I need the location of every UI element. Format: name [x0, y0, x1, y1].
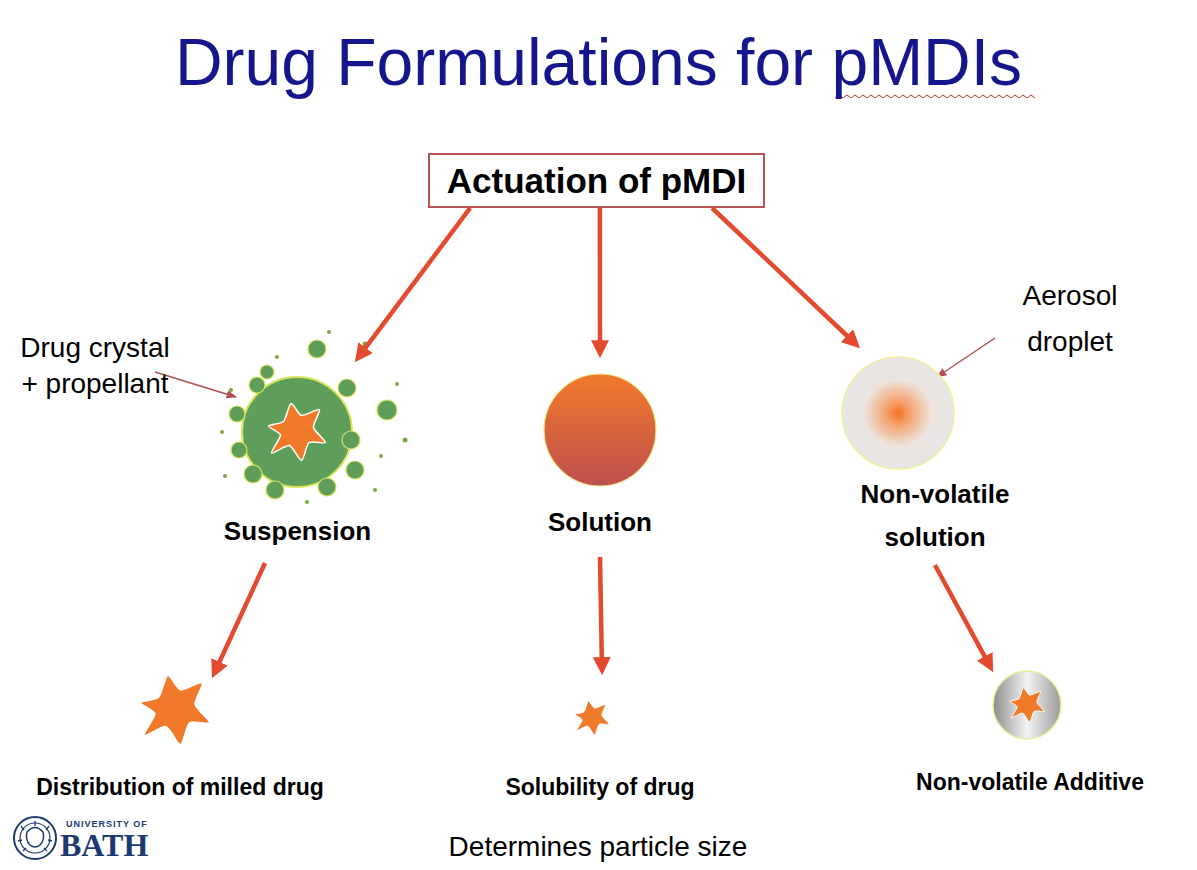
seal-ring: [14, 817, 56, 859]
propellant-droplet-small: [244, 465, 262, 483]
seal-inner: [20, 823, 50, 853]
propellant-droplet-small: [266, 481, 284, 499]
milled-particle: Distribution of milled drug: [0, 678, 360, 805]
flow-arrow: [598, 208, 603, 342]
diagram-title: Drug Formulations for pMDIs: [0, 22, 1197, 102]
node-label: Solubility of drug: [470, 773, 730, 801]
propellant-speck: [220, 430, 224, 434]
flow-arrow: [600, 557, 602, 659]
process-box: Actuation of pMDI: [428, 153, 765, 208]
residual-particle: Non-volatile Additive: [880, 672, 1180, 802]
callout-label: Aerosol droplet: [1005, 273, 1135, 365]
node-label: Suspension: [190, 516, 405, 546]
flow-arrow: [364, 208, 470, 349]
flow-arrow: [935, 565, 986, 658]
propellant-droplet-small: [249, 377, 265, 393]
propellant-speck: [275, 355, 279, 359]
propellant-droplet-small: [377, 400, 397, 420]
propellant-droplet-small: [318, 478, 336, 496]
propellant-droplet: [242, 377, 352, 487]
drug-crystal: [268, 403, 325, 460]
additive-shell: [993, 671, 1061, 739]
node-label: Solution: [500, 507, 700, 537]
suspension-droplet: Suspension: [190, 362, 405, 563]
callout-label: Drug crystal + propellant: [12, 330, 178, 402]
propellant-speck: [327, 330, 331, 334]
propellant-speck: [363, 342, 368, 347]
propellant-speck: [229, 388, 233, 392]
propellant-speck: [379, 454, 383, 458]
node-label: Actuation of pMDI: [430, 155, 763, 206]
drug-crystal: [575, 701, 609, 735]
drug-crystal: [141, 676, 209, 744]
propellant-speck: [223, 474, 227, 478]
seal-rays: [18, 821, 52, 851]
note-text: Determines particle size: [348, 830, 848, 864]
propellant-droplet-small: [338, 379, 356, 397]
aerosol-droplet: [842, 357, 954, 469]
flow-arrow: [219, 563, 265, 663]
propellant-speck: [305, 500, 309, 504]
solution-droplet: Solution: [500, 358, 700, 557]
propellant-droplet-small: [231, 442, 247, 458]
leader-line: [937, 338, 995, 377]
fine-particle: Solubility of drug: [470, 675, 730, 805]
logo-wordmark: BATH: [60, 828, 160, 862]
propellant-droplet-small: [260, 365, 274, 379]
propellant-speck: [403, 438, 408, 443]
flow-arrow: [712, 208, 848, 337]
propellant-droplet-small: [229, 406, 245, 422]
node-label: Distribution of milled drug: [0, 773, 360, 801]
seal-face: [26, 828, 43, 848]
solution-droplet: [544, 374, 656, 486]
propellant-droplet-small: [308, 340, 326, 358]
propellant-droplet-small: [342, 431, 360, 449]
drug-crystal: [1010, 688, 1044, 722]
propellant-speck: [395, 382, 399, 386]
node-label: Non-volatile Additive: [880, 768, 1180, 796]
node-label: Non-volatile solution: [835, 473, 1035, 559]
university-seal: [14, 817, 56, 859]
aerosol-droplet: Non-volatile solution: [830, 348, 1050, 565]
propellant-speck: [373, 488, 377, 492]
propellant-droplet-small: [346, 461, 364, 479]
